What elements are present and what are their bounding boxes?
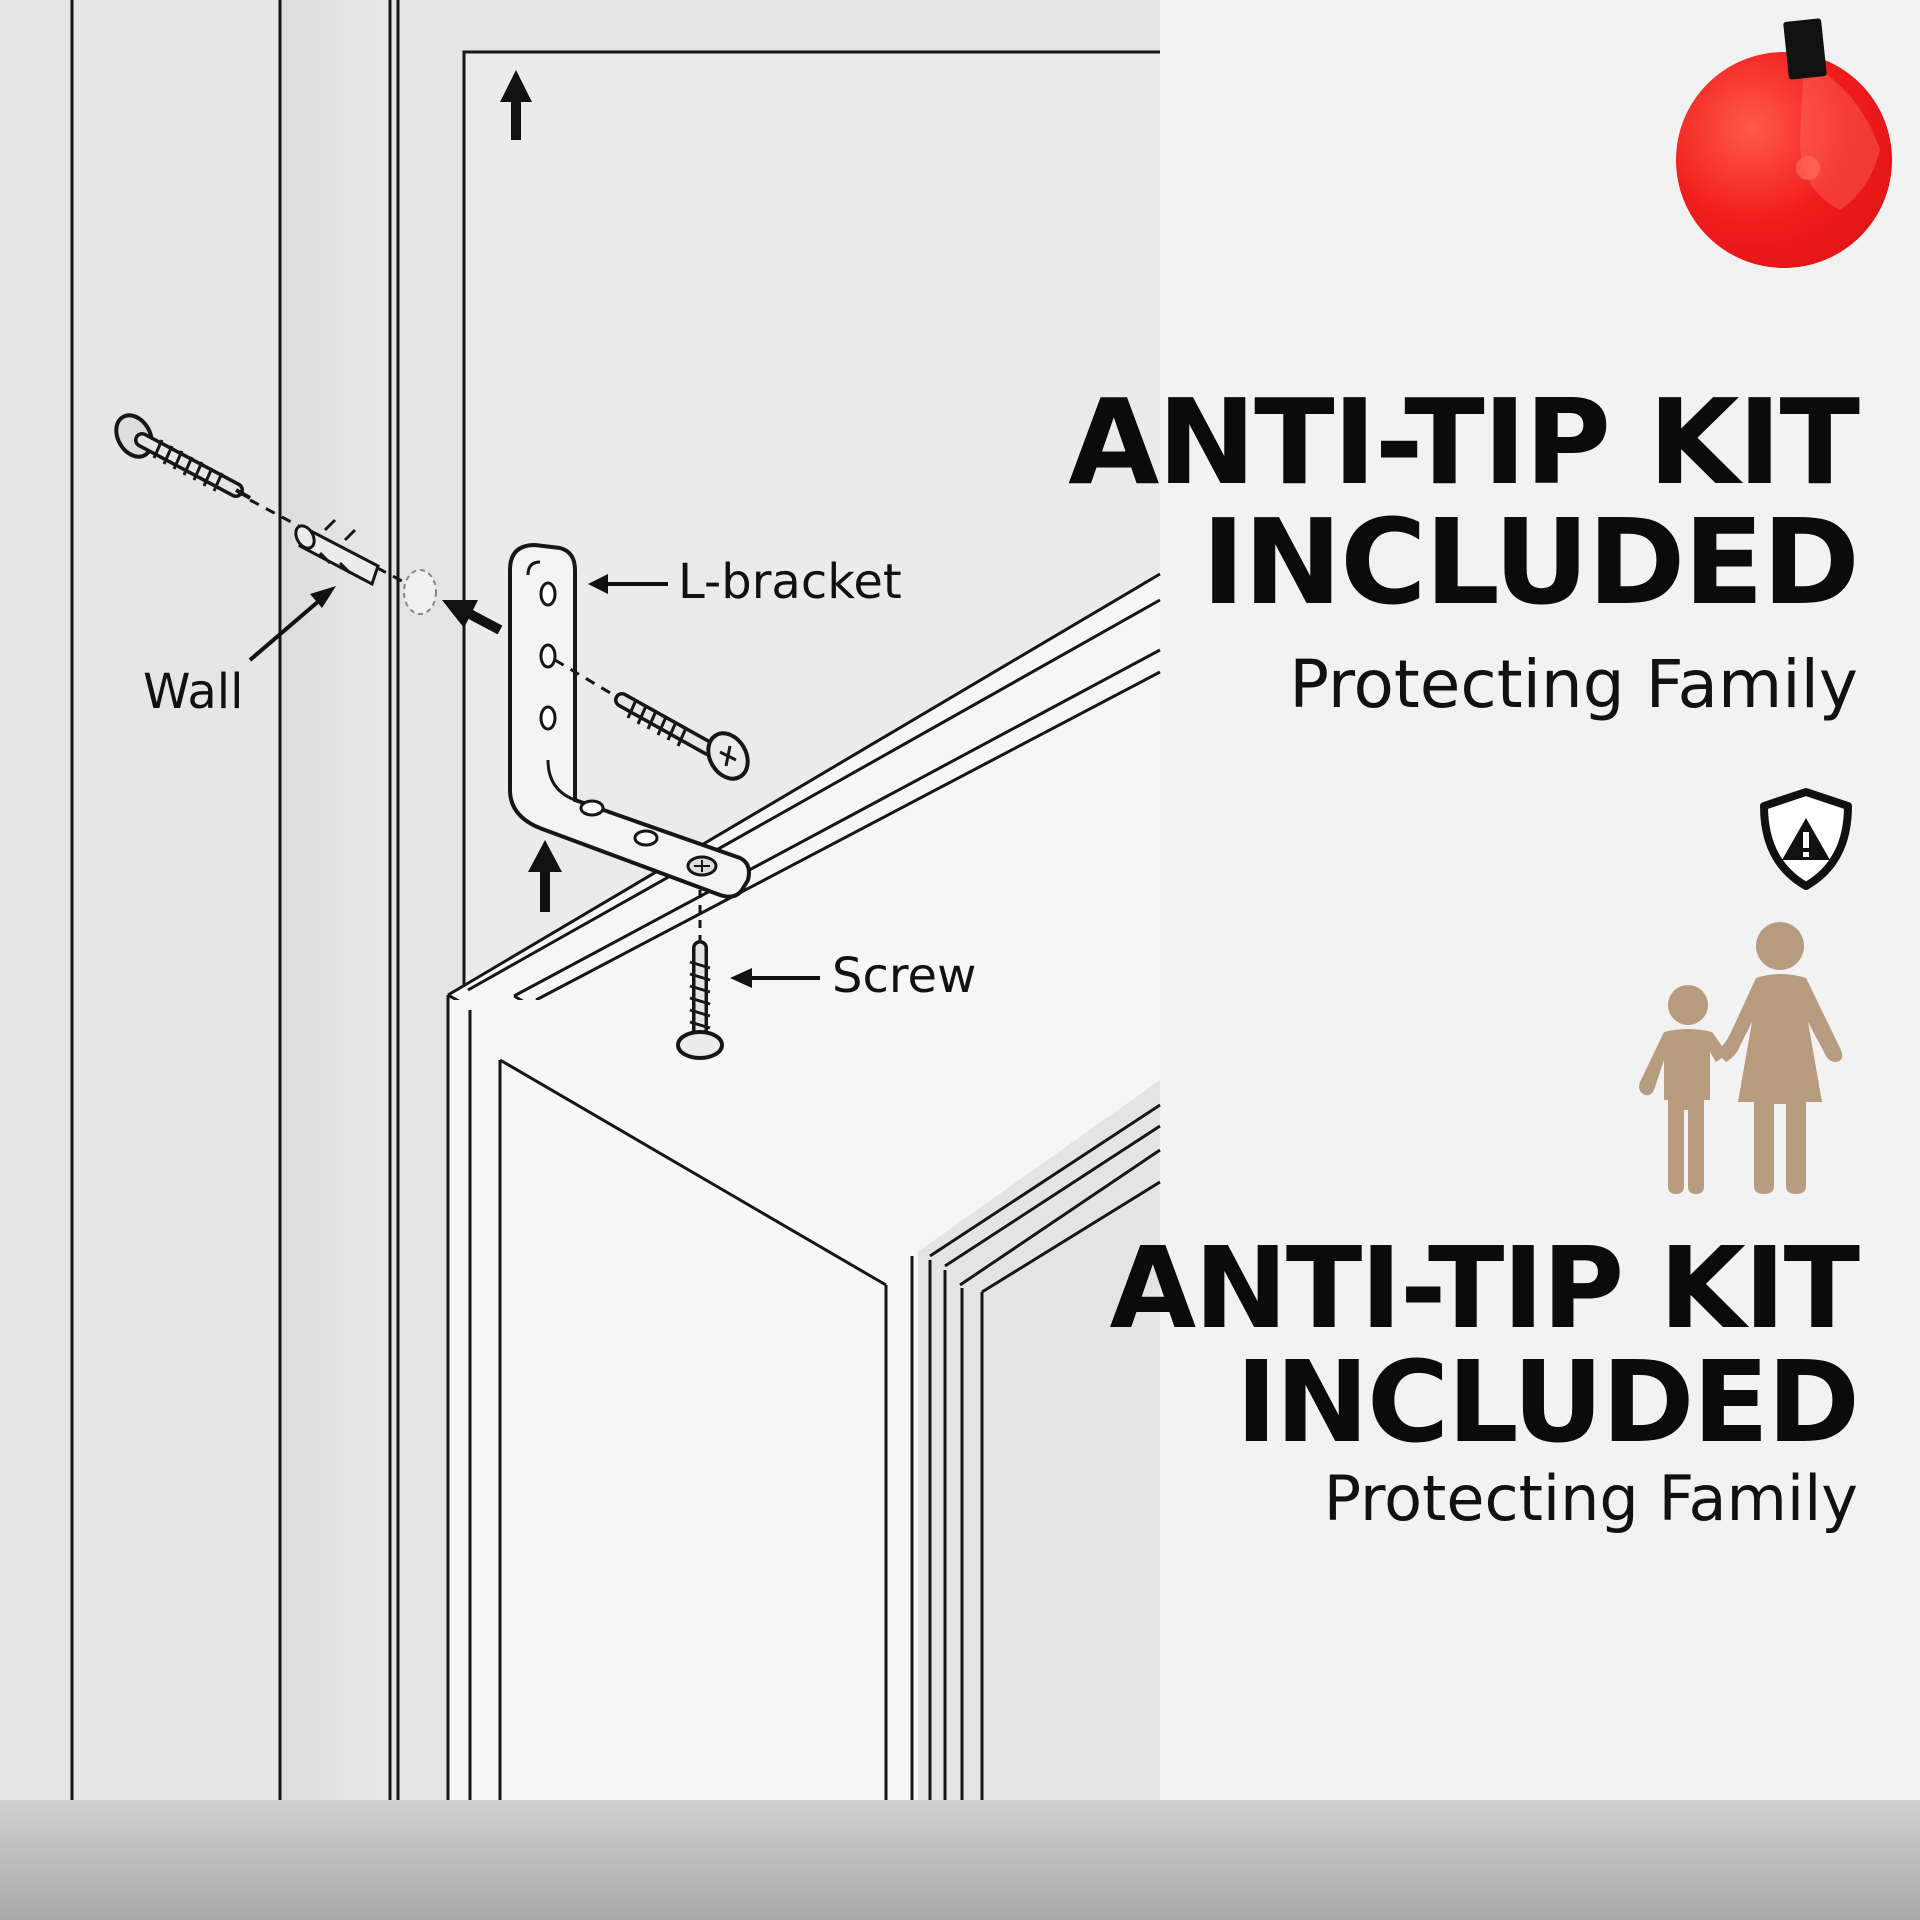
wall-callout-label: Wall [143, 664, 244, 720]
headline-line: INCLUDED [1201, 493, 1860, 632]
red-circle-badge-icon [1676, 18, 1892, 268]
vertical-screw-icon [676, 940, 724, 1060]
alignment-dashed-line [249, 498, 431, 598]
headline-bottom: ANTI-TIP KIT INCLUDED [1109, 1224, 1860, 1469]
wall-pillar [280, 0, 392, 1920]
wall-screw-icon [114, 413, 251, 500]
insert-arrow-icon [442, 600, 503, 635]
wall-left-face [70, 0, 280, 1920]
cabinet-back-outline [462, 50, 1160, 1060]
tagline-bottom: Protecting Family [1323, 1462, 1858, 1535]
cabinet-front [448, 1000, 918, 1920]
l-bracket-callout-arrow [588, 574, 668, 594]
tagline-top: Protecting Family [1289, 646, 1858, 723]
right-panel-background [1160, 0, 1920, 1920]
floor-shadow [0, 1800, 1920, 1920]
headline-line: INCLUDED [1235, 1338, 1860, 1469]
headline-top: ANTI-TIP KIT INCLUDED [1068, 373, 1860, 632]
wall-hole-icon [403, 569, 437, 615]
up-arrow-icon [528, 840, 562, 912]
adult-child-family-icon [1639, 922, 1843, 1194]
wall-pointer-arrow [248, 586, 336, 662]
wall-anchor-icon [294, 518, 380, 587]
l-bracket-callout-label: L-bracket [678, 554, 902, 610]
bracket-screw-icon [614, 692, 750, 781]
headline-line: ANTI-TIP KIT [1109, 1224, 1860, 1354]
headline-line: ANTI-TIP KIT [1068, 373, 1860, 511]
up-arrow-icon [500, 70, 532, 140]
screw-callout-label: Screw [832, 948, 977, 1004]
shield-warning-icon [1760, 788, 1852, 890]
l-bracket-icon [508, 542, 751, 899]
screw-callout-arrow [730, 968, 820, 988]
alignment-dashed-line [554, 658, 623, 702]
